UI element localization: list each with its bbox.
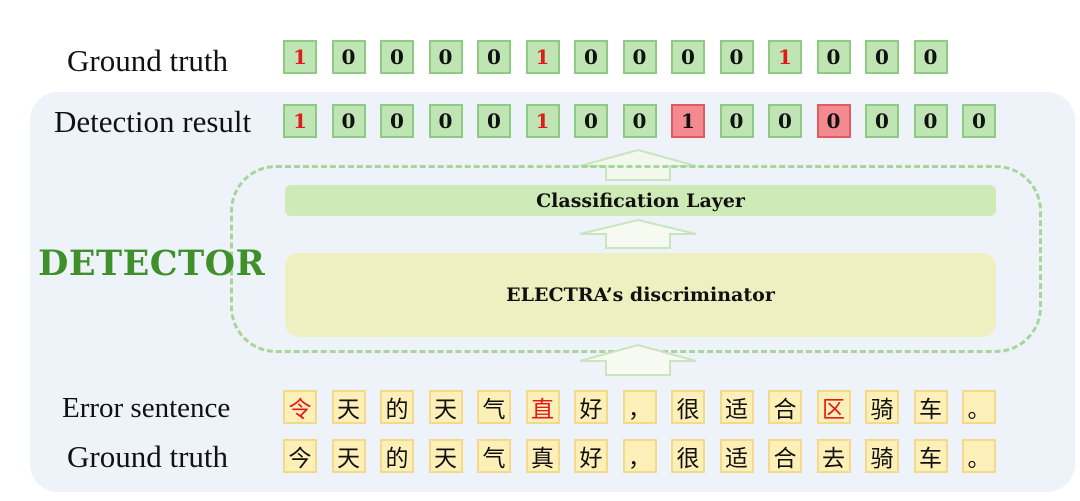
error-char-cell: 天	[331, 390, 366, 424]
detection-bit-cell: 0	[865, 104, 899, 138]
ground-truth-bit-cell: 0	[428, 40, 463, 74]
truth-char-cell: 气	[477, 439, 511, 473]
detection-bit-cell: 0	[477, 104, 511, 138]
truth-char-cell: 好	[574, 439, 608, 473]
ground-truth-bit-cell: 0	[719, 40, 754, 74]
error-sentence-label: Error sentence	[62, 392, 231, 424]
detection-bit-cell: 0	[768, 104, 802, 138]
ground-truth-bit-cell: 0	[816, 40, 851, 74]
truth-char-cell: 今	[283, 439, 317, 473]
ground-truth-bit-cell: 1	[525, 40, 560, 74]
ground-truth-bit-cell: 1	[283, 40, 317, 74]
error-char-cell: 适	[719, 390, 754, 424]
error-sentence-chars-row: 令天的天气直好，很适合区骑车。	[283, 390, 1011, 424]
electra-discriminator-block: ELECTRA’s discriminator	[285, 253, 996, 337]
error-char-cell: 车	[913, 390, 948, 424]
ground-truth-bit-cell: 0	[865, 40, 899, 74]
detection-bit-cell: 0	[816, 104, 851, 138]
ground-truth-bottom-label: Ground truth	[67, 439, 229, 474]
error-char-cell: ，	[622, 390, 657, 424]
ground-truth-top-label: Ground truth	[67, 43, 229, 78]
ground-truth-bit-cell: 1	[768, 40, 802, 74]
truth-char-cell: 骑	[865, 439, 899, 473]
ground-truth-bit-cell: 0	[331, 40, 366, 74]
ground-truth-chars-row: 今天的天气真好，很适合去骑车。	[283, 439, 1011, 473]
error-char-cell: 合	[768, 390, 802, 424]
detection-bit-cell: 0	[574, 104, 608, 138]
detection-bit-cell: 0	[331, 104, 366, 138]
up-arrow-input	[579, 343, 697, 376]
detection-result-label: Detection result	[54, 104, 252, 139]
error-char-cell: 区	[816, 390, 851, 424]
detection-bit-cell: 0	[380, 104, 414, 138]
truth-char-cell: 的	[380, 439, 414, 473]
detection-bit-cell: 1	[525, 104, 560, 138]
error-char-cell: 令	[283, 390, 317, 424]
classification-layer: Classification Layer	[285, 185, 996, 216]
truth-char-cell: 天	[428, 439, 463, 473]
error-char-cell: 。	[962, 390, 996, 424]
error-char-cell: 的	[380, 390, 414, 424]
detection-bit-cell: 0	[913, 104, 948, 138]
truth-char-cell: 。	[962, 439, 996, 473]
detection-bit-cell: 1	[671, 104, 705, 138]
truth-char-cell: 去	[816, 439, 851, 473]
ground-truth-bit-cell: 0	[380, 40, 414, 74]
error-char-cell: 直	[525, 390, 560, 424]
truth-char-cell: 天	[331, 439, 366, 473]
ground-truth-bit-cell: 0	[671, 40, 705, 74]
error-char-cell: 天	[428, 390, 463, 424]
detection-bit-cell: 0	[622, 104, 657, 138]
error-char-cell: 气	[477, 390, 511, 424]
error-char-cell: 好	[574, 390, 608, 424]
detection-bit-cell: 0	[428, 104, 463, 138]
truth-char-cell: 车	[913, 439, 948, 473]
ground-truth-bit-cell: 0	[622, 40, 657, 74]
ground-truth-bit-cell: 0	[913, 40, 948, 74]
ground-truth-bit-cell: 0	[574, 40, 608, 74]
truth-char-cell: 真	[525, 439, 560, 473]
detection-bit-cell: 1	[283, 104, 317, 138]
truth-char-cell: 合	[768, 439, 802, 473]
up-arrow-middle	[579, 218, 697, 249]
error-char-cell: 很	[671, 390, 705, 424]
truth-char-cell: ，	[622, 439, 657, 473]
error-char-cell: 骑	[865, 390, 899, 424]
detection-bit-cell: 0	[719, 104, 754, 138]
detection-bit-cell: 0	[962, 104, 996, 138]
ground-truth-bit-cell: 0	[477, 40, 511, 74]
detector-title: DETECTOR	[38, 243, 266, 284]
truth-char-cell: 适	[719, 439, 754, 473]
truth-char-cell: 很	[671, 439, 705, 473]
